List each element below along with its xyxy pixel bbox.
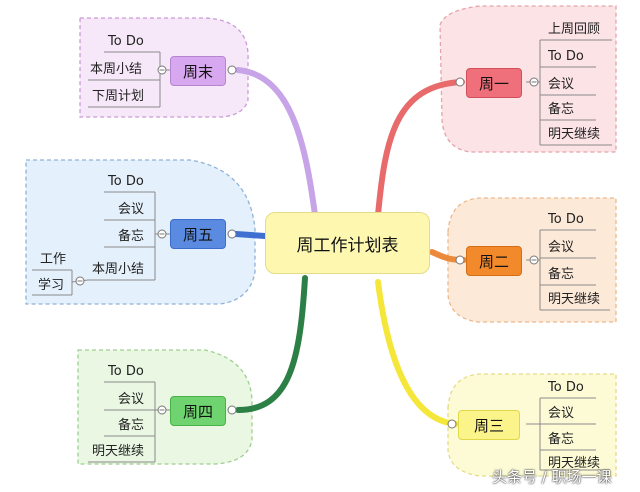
wed-node-label: 周三: [473, 416, 504, 435]
mon-item-continue[interactable]: 明天继续: [548, 127, 601, 142]
tue-item-continue[interactable]: 明天继续: [548, 292, 601, 307]
center-topic[interactable]: 周工作计划表: [265, 212, 430, 274]
fri-item-summary[interactable]: 本周小结: [92, 262, 145, 277]
weekend-item-lines: [88, 51, 170, 108]
fri-node[interactable]: 周五: [170, 219, 226, 249]
mon-item-memo[interactable]: 备忘: [548, 102, 575, 117]
wed-node[interactable]: 周三: [458, 410, 520, 440]
fri-node-label: 周五: [182, 225, 213, 244]
fri-branch-bg: [25, 159, 256, 305]
wed-connector: [375, 279, 459, 427]
mon-branch-bg: [439, 5, 617, 153]
tue-item-meeting[interactable]: 会议: [548, 240, 575, 255]
wed-item-memo[interactable]: 备忘: [548, 432, 575, 447]
mon-item-review[interactable]: 上周回顾: [548, 22, 601, 37]
mon-node[interactable]: 周一: [466, 68, 522, 98]
collapse-toggles: [75, 65, 539, 429]
fri-sub-study[interactable]: 学习: [38, 278, 65, 293]
thu-item-meeting[interactable]: 会议: [118, 392, 145, 407]
wed-item-continue[interactable]: 明天继续: [548, 456, 601, 471]
wed-item-todo[interactable]: To Do: [548, 380, 584, 395]
tue-item-lines: [526, 229, 610, 311]
thu-connector: [235, 275, 308, 413]
center-topic-label: 周工作计划表: [296, 235, 399, 256]
fri-connector: [233, 231, 268, 239]
wed-item-lines: [526, 397, 610, 471]
fri-item-meeting[interactable]: 会议: [118, 202, 145, 217]
mon-item-lines: [526, 39, 612, 146]
watermark-text: 头条号 / 职场一课: [492, 468, 612, 486]
weekend-node-label: 周末: [182, 62, 213, 81]
weekend-node[interactable]: 周末: [170, 56, 226, 86]
fri-item-todo[interactable]: To Do: [108, 174, 144, 189]
wed-item-meeting[interactable]: 会议: [548, 406, 575, 421]
tue-item-todo[interactable]: To Do: [548, 212, 584, 227]
fri-item-memo[interactable]: 备忘: [118, 229, 145, 244]
mon-item-meeting[interactable]: 会议: [548, 77, 575, 92]
tue-node-label: 周二: [478, 252, 509, 271]
weekend-item-plan[interactable]: 下周计划: [92, 89, 145, 104]
weekend-item-summary[interactable]: 本周小结: [90, 62, 143, 77]
thu-item-memo[interactable]: 备忘: [118, 418, 145, 433]
mon-item-todo[interactable]: To Do: [548, 49, 584, 64]
thu-item-lines: [88, 381, 170, 463]
weekend-item-todo[interactable]: To Do: [108, 34, 144, 49]
thu-item-continue[interactable]: 明天继续: [92, 444, 145, 459]
fri-sub-work[interactable]: 工作: [40, 252, 67, 267]
tue-node[interactable]: 周二: [466, 246, 522, 276]
thu-node[interactable]: 周四: [170, 396, 226, 426]
mon-node-label: 周一: [478, 74, 509, 93]
thu-item-todo[interactable]: To Do: [108, 364, 144, 379]
thu-node-label: 周四: [182, 402, 213, 421]
mon-connector: [375, 79, 465, 218]
tue-item-memo[interactable]: 备忘: [548, 267, 575, 282]
weekend-connector: [235, 67, 318, 218]
